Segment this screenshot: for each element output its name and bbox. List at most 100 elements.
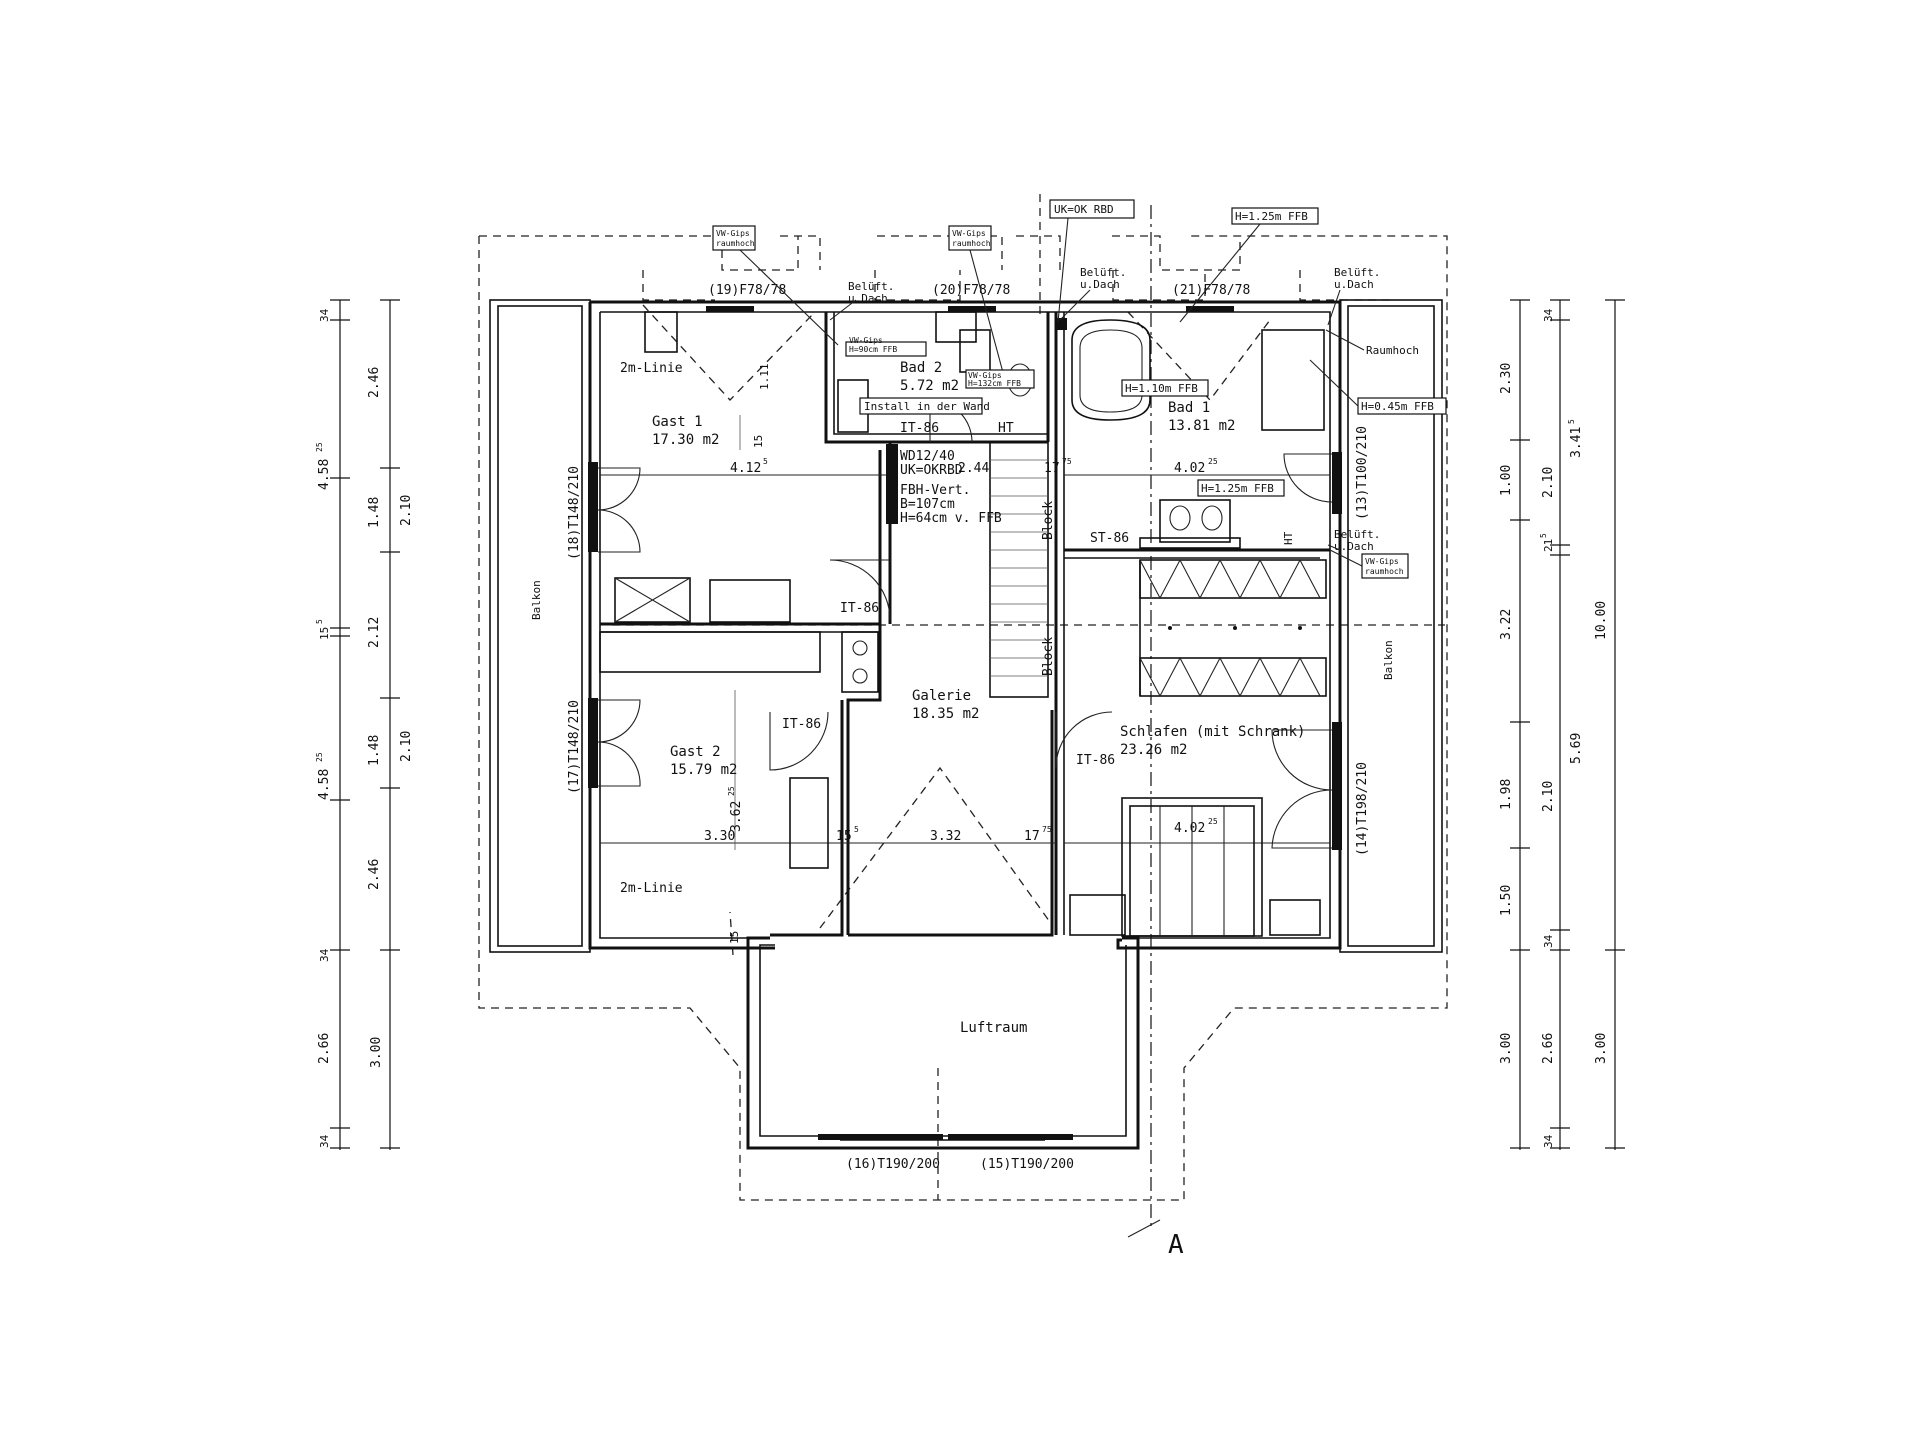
room-gast2-name: Gast 2 xyxy=(670,744,721,760)
note-belueft-2: Belüft. xyxy=(1080,266,1126,279)
dim-right-341: 3.41 xyxy=(1569,427,1584,458)
dim-right-266: 2.66 xyxy=(1541,1033,1556,1064)
dim-left-212: 2.12 xyxy=(367,617,382,648)
note-raumhoch-2: raumhoch xyxy=(952,239,991,248)
dim-330: 3.30 xyxy=(704,829,735,844)
note-2m-line-bottom: 2m-Linie xyxy=(620,881,683,896)
dim-right-198: 1.98 xyxy=(1499,779,1514,810)
room-gast1-name: Gast 1 xyxy=(652,414,703,430)
dim-right-34-mid: 34 xyxy=(1542,934,1555,948)
note-block-top: Block xyxy=(1041,501,1056,540)
room-bad2-area: 5.72 m2 xyxy=(900,378,959,394)
dim-17-bottom-sup: 75 xyxy=(1042,825,1052,834)
note-vwgips-1: VW-Gips xyxy=(716,229,750,238)
room-gast1-area: 17.30 m2 xyxy=(652,432,719,448)
dim-left-458-top: 4.58 xyxy=(317,459,332,490)
door-type-it86-gast1: IT-86 xyxy=(840,601,879,616)
note-h132: H=132cm FFB xyxy=(968,379,1021,388)
room-bad1-name: Bad 1 xyxy=(1168,400,1210,416)
opening-labels: (19)F78/78 (20)F78/78 (21)F78/78 (18)T14… xyxy=(567,283,1370,1172)
note-belueft-4: Belüft. xyxy=(1334,528,1380,541)
note-h045: H=0.45m FFB xyxy=(1361,400,1434,413)
dim-right-100: 1.00 xyxy=(1499,465,1514,496)
note-ukok-rbd: UK=OK RBD xyxy=(1054,203,1114,216)
note-belueft-1: Belüft. xyxy=(848,280,894,293)
dim-402-bottom: 4.02 xyxy=(1174,821,1205,836)
room-galerie-name: Galerie xyxy=(912,688,971,704)
door-type-ht-bad1: HT xyxy=(1282,531,1295,545)
dim-left-266: 2.66 xyxy=(317,1033,332,1064)
note-udach-2: u.Dach xyxy=(1080,278,1120,291)
room-galerie-area: 18.35 m2 xyxy=(912,706,979,722)
label-door-17: (17)T148/210 xyxy=(567,700,582,794)
room-gast2-area: 15.79 m2 xyxy=(670,762,737,778)
doors xyxy=(588,306,1342,1140)
dim-111: 1.11 xyxy=(758,364,771,391)
dim-17-top: 17 xyxy=(1044,461,1060,476)
roof-outline xyxy=(478,194,1448,1201)
note-uk-okrbd: UK=OKRBD xyxy=(900,463,963,478)
dim-right-300b: 3.00 xyxy=(1594,1033,1609,1064)
note-raumhoch-cap: Raumhoch xyxy=(1366,344,1419,357)
note-raumhoch-3: raumhoch xyxy=(1365,567,1404,576)
room-balkon-left: Balkon xyxy=(530,580,543,620)
annotations: VW-Gips raumhoch VW-Gips raumhoch VW-Gip… xyxy=(620,199,1447,896)
note-udach-4: u.Dach xyxy=(1334,540,1374,553)
door-type-ht: HT xyxy=(998,421,1014,436)
note-h64: H=64cm v. FFB xyxy=(900,511,1002,526)
dim-right-341-sup: 5 xyxy=(1567,419,1576,424)
note-h90: H=90cm FFB xyxy=(849,345,897,354)
dim-right-300a: 3.00 xyxy=(1499,1033,1514,1064)
room-schlafen-area: 23.26 m2 xyxy=(1120,742,1187,758)
note-h125-top: H=1.25m FFB xyxy=(1235,210,1308,223)
dim-362: 3.62 xyxy=(729,801,744,832)
dim-17-bottom: 17 xyxy=(1024,829,1040,844)
dimension-lines xyxy=(330,299,1625,1150)
dim-right-1000: 10.00 xyxy=(1594,601,1609,640)
dim-right-322: 3.22 xyxy=(1499,609,1514,640)
note-h125-bad1: H=1.25m FFB xyxy=(1201,482,1274,495)
room-bad1-area: 13.81 m2 xyxy=(1168,418,1235,434)
dim-left-458b-sup: 25 xyxy=(315,752,324,762)
dim-15-vert: 15 xyxy=(752,435,765,448)
section-marker: A xyxy=(1168,1230,1184,1260)
interior-walls xyxy=(599,311,1330,937)
dim-left-34-top: 34 xyxy=(318,308,331,322)
note-2m-line-top: 2m-Linie xyxy=(620,361,683,376)
dim-362-sup: 25 xyxy=(727,786,736,796)
dim-left-300: 3.00 xyxy=(369,1037,384,1068)
dim-right-210-top: 2.10 xyxy=(1541,467,1556,498)
dim-402-top-sup: 25 xyxy=(1208,457,1218,466)
dim-15-bottom-sup: 5 xyxy=(854,825,859,834)
note-udach-3: u.Dach xyxy=(1334,278,1374,291)
note-block-bottom: Block xyxy=(1041,637,1056,676)
dim-402-bottom-sup: 25 xyxy=(1208,817,1218,826)
label-door-13: (13)T100/210 xyxy=(1355,426,1370,520)
dim-right-21-sup: 5 xyxy=(1539,533,1548,538)
note-vwgips-3: VW-Gips xyxy=(1365,557,1399,566)
dim-right-569: 5.69 xyxy=(1569,733,1584,764)
door-type-labels: IT-86 HT IT-86 IT-86 IT-86 ST-86 HT xyxy=(782,421,1295,768)
note-raumhoch-1: raumhoch xyxy=(716,239,755,248)
dim-left-210-top: 2.10 xyxy=(399,495,414,526)
note-b107: B=107cm xyxy=(900,497,955,512)
door-type-st86: ST-86 xyxy=(1090,531,1129,546)
dimension-labels: 34 2.46 4.58 25 1.48 15 5 2.12 1.48 4.58… xyxy=(315,308,1609,1148)
dim-right-34-bottom: 34 xyxy=(1542,1134,1555,1148)
dim-402-top: 4.02 xyxy=(1174,461,1205,476)
dim-left-458-sup: 25 xyxy=(315,442,324,452)
door-type-it86-gast2: IT-86 xyxy=(782,717,821,732)
label-window-21: (21)F78/78 xyxy=(1172,283,1250,298)
note-vwgips-4: VW-Gips xyxy=(968,371,1002,380)
dim-left-458-bottom: 4.58 xyxy=(317,769,332,800)
dim-right-210-bottom: 2.10 xyxy=(1541,781,1556,812)
dim-244: 2.44 xyxy=(958,461,989,476)
dim-right-150: 1.50 xyxy=(1499,885,1514,916)
note-h110: H=1.10m FFB xyxy=(1125,382,1198,395)
room-bad2-name: Bad 2 xyxy=(900,360,942,376)
dim-right-21: 21 xyxy=(1542,539,1555,552)
label-door-15: (15)T190/200 xyxy=(980,1157,1074,1172)
dim-15-bottom: 15 xyxy=(836,829,852,844)
dim-left-210-bottom: 2.10 xyxy=(399,731,414,762)
dim-15-bay: 15 xyxy=(728,931,741,944)
